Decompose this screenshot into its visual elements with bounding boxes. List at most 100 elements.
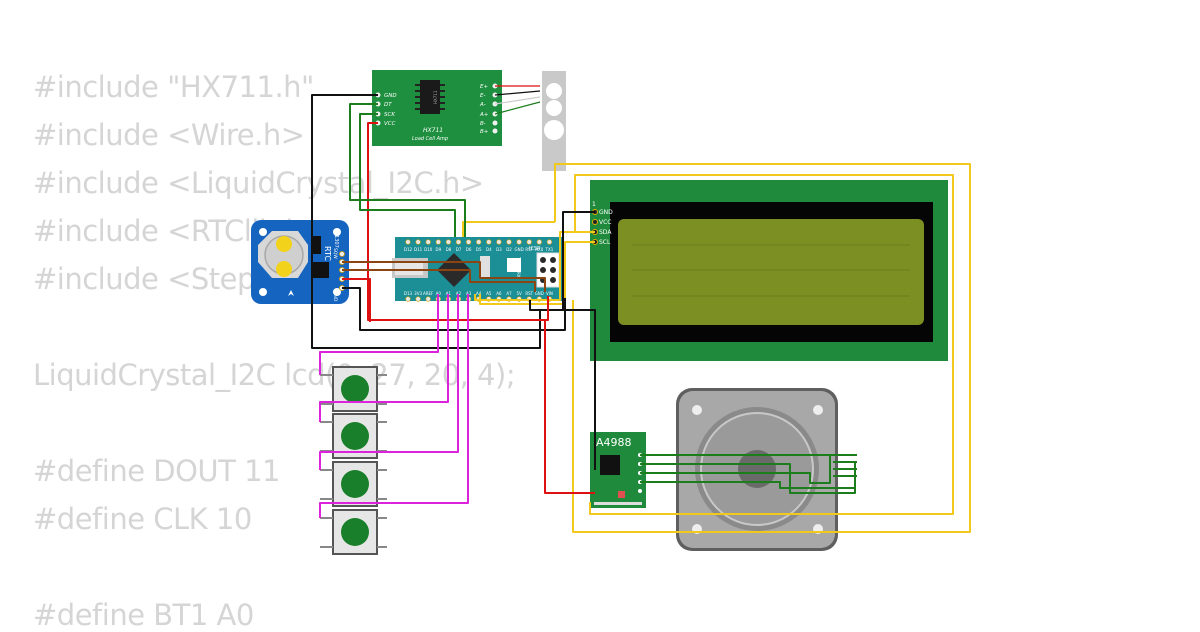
wire-loadcell-white — [494, 96, 541, 105]
wire-loadcell-black — [494, 90, 541, 96]
nano-bottom-pin-1[interactable] — [405, 296, 411, 302]
nano-top-pin-13[interactable] — [526, 239, 532, 245]
push-button-1[interactable] — [320, 366, 387, 412]
hx711-module[interactable]: HX711 HX711 Load Cell Amp GND DT SCK VCC… — [372, 70, 502, 146]
rtc-pin-gnd: GND — [332, 291, 338, 302]
wire-black-3 — [529, 300, 596, 470]
lcd-display[interactable]: 1 GND VCC SDA SCL — [590, 180, 948, 361]
wire-motor-3 — [640, 455, 831, 484]
lcd-pin-sda: SDA — [599, 229, 612, 236]
nano-top-pin-2[interactable] — [415, 239, 421, 245]
hx711-pin-eminus: E- — [480, 93, 485, 99]
nano-top-label-d12: D12 — [404, 247, 413, 252]
rtc-chip-label: DS1307 — [333, 228, 339, 248]
nano-top-pin-11[interactable] — [506, 239, 512, 245]
wire-brown-2 — [342, 269, 536, 292]
nano-bottom-label-3v3: 3V3 — [414, 291, 422, 296]
code-line-12: #define BT1 A0 — [33, 598, 254, 632]
push-button-2[interactable] — [320, 413, 387, 459]
nano-bottom-label-rst: RST — [525, 291, 533, 296]
nano-bottom-label-a4: A4 — [476, 291, 482, 296]
lcd-pin-marker: 1 — [592, 201, 596, 208]
nano-top-label-d6: D6 — [466, 247, 472, 252]
nano-top-label-rx0: RX0 — [535, 247, 544, 252]
lcd-pin-vcc: VCC — [599, 219, 611, 226]
wire-magenta-2 — [319, 294, 449, 422]
nano-top-label-d9: D9 — [435, 247, 441, 252]
nano-bottom-label-a1: A1 — [446, 291, 452, 296]
hx711-subtitle: Load Cell Amp — [412, 136, 448, 142]
nano-top-label-gnd: GND — [515, 247, 524, 252]
nano-top-pin-12[interactable] — [516, 239, 522, 245]
wire-red-1 — [367, 122, 549, 321]
wire-red-2 — [342, 278, 371, 322]
lcd-pin-gnd: GND — [599, 209, 613, 216]
nano-top-pin-8[interactable] — [476, 239, 482, 245]
push-buttons — [320, 366, 387, 555]
nano-bottom-label-gnd: GND — [535, 291, 544, 296]
wire-brown-1 — [342, 261, 546, 292]
nano-bottom-label-a5: A5 — [486, 291, 492, 296]
nano-top-label-d7: D7 — [456, 247, 462, 252]
nano-bottom-label-d13: D13 — [404, 291, 413, 296]
nano-top-label-d5: D5 — [476, 247, 482, 252]
nano-top-label-rst: RST — [525, 247, 533, 252]
nano-bottom-label-a2: A2 — [456, 291, 462, 296]
nano-bottom-label-a6: A6 — [496, 291, 502, 296]
nano-bottom-label-vin: VIN — [546, 291, 553, 296]
hx711-pin-bminus: B- — [480, 121, 486, 127]
nano-top-pin-6[interactable] — [455, 239, 462, 245]
nano-top-pin-15[interactable] — [546, 239, 553, 245]
hx711-pin-gnd: GND — [384, 93, 397, 99]
nano-icsp-label: ICSP — [529, 246, 540, 252]
load-cell[interactable] — [542, 71, 566, 171]
hx711-title: HX711 — [423, 127, 443, 134]
nano-top-label-d10: D10 — [424, 247, 433, 252]
nano-top-pin-14[interactable] — [536, 239, 542, 245]
nano-top-pin-1[interactable] — [405, 239, 411, 245]
wire-magenta-1 — [319, 294, 439, 375]
rtc-label: RTC — [323, 246, 332, 261]
nano-top-label-d2: D2 — [506, 247, 512, 252]
a4988-driver[interactable]: A4988 — [590, 432, 646, 508]
nano-top-pin-7[interactable] — [466, 239, 472, 245]
wire-motor-4 — [640, 476, 856, 489]
nano-top-pin-3[interactable] — [425, 239, 431, 245]
nano-top-label-d3: D3 — [496, 247, 502, 252]
nano-bottom-label-a7: A7 — [506, 291, 512, 296]
hx711-chip-label: HX711 — [433, 90, 438, 104]
hx711-pin-sck: SCK — [384, 112, 395, 118]
nano-bottom-label-5v: 5V — [516, 291, 522, 296]
stepper-motor[interactable] — [676, 388, 838, 551]
nano-top-label-d4: D4 — [486, 247, 492, 252]
hx711-pin-bplus: B+ — [480, 129, 489, 135]
code-line-2: #include <Wire.h> — [33, 118, 305, 152]
code-line-1: #include "HX711.h" — [33, 70, 314, 104]
nano-top-pin-10[interactable] — [496, 239, 502, 245]
push-button-4[interactable] — [320, 509, 387, 555]
hx711-pin-vcc: VCC — [384, 121, 396, 127]
nano-bottom-label-a3: A3 — [466, 291, 472, 296]
lcd-pin-scl: SCL — [599, 239, 611, 246]
rtc-module[interactable]: RTC DS1307 SQW GND — [251, 220, 349, 304]
wire-magenta-4 — [319, 294, 469, 518]
wire-magenta-3 — [319, 294, 459, 470]
code-line-3: #include <LiquidCrystal_I2C.h> — [33, 166, 484, 200]
wires — [311, 85, 971, 533]
nano-bottom-pin-2[interactable] — [415, 296, 421, 302]
nano-top-pin-5[interactable] — [445, 239, 452, 245]
nano-bottom-pin-3[interactable] — [425, 296, 431, 302]
nano-top-pin-4[interactable] — [435, 239, 441, 245]
wire-green-1 — [349, 103, 466, 237]
wire-green-2 — [359, 113, 456, 237]
push-button-3[interactable] — [320, 461, 387, 507]
hx711-pin-aplus: A+ — [479, 112, 489, 118]
hx711-pin-eplus: E+ — [480, 84, 488, 90]
nano-top-label-tx1: TX1 — [545, 247, 554, 252]
nano-tx-label: TX — [516, 256, 521, 262]
wire-yellow-5 — [462, 221, 555, 237]
nano-top-pin-9[interactable] — [486, 239, 492, 245]
code-line-10: #define CLK 10 — [33, 502, 252, 536]
